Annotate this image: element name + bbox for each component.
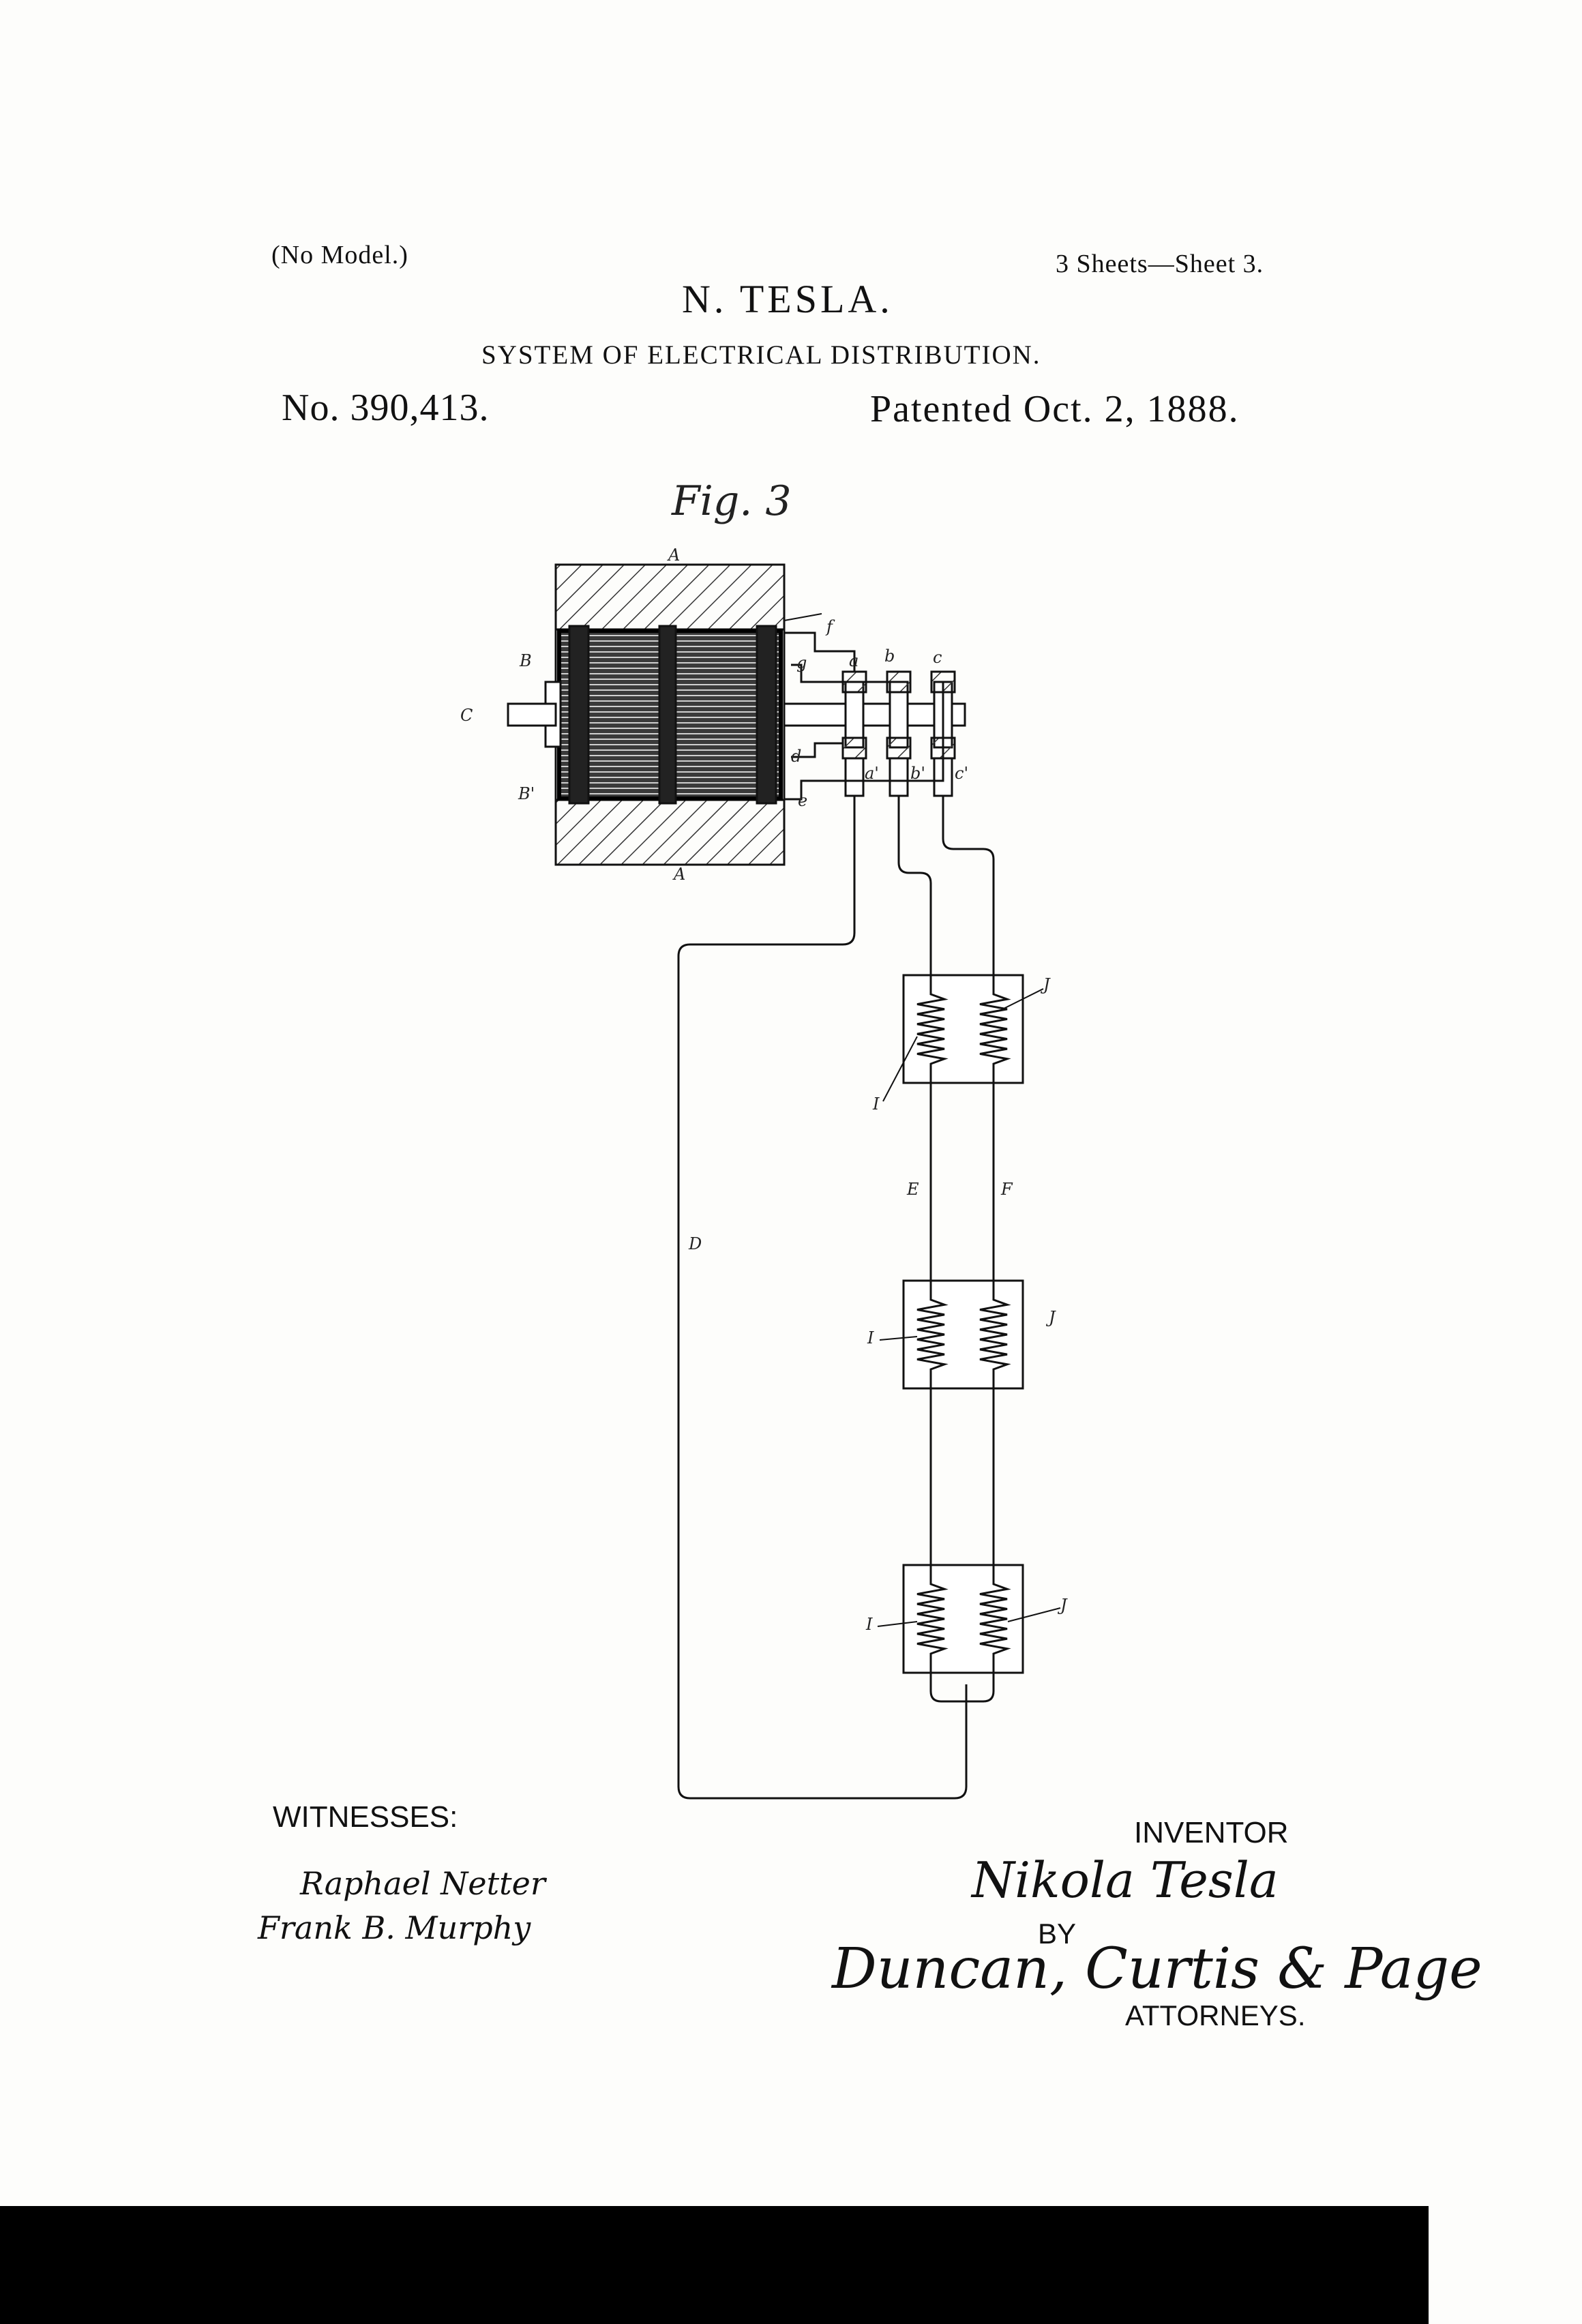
label-J-2: J [1049,1308,1056,1327]
brush-b-prime [886,736,912,760]
label-c-prime: c' [955,764,969,783]
by-label: BY [1038,1918,1077,1950]
label-B: B [520,651,532,670]
lead-d [791,742,843,758]
label-a-prime: a' [865,764,879,783]
coil-set [916,975,1011,1673]
scan-footer-bar [0,2206,1429,2324]
witness-signature-2: Frank B. Murphy [258,1909,531,1946]
no-model-note: (No Model.) [271,241,408,269]
label-g: g [796,653,807,672]
inventor-signature: Nikola Tesla [972,1851,1279,1909]
label-f: f [826,617,833,636]
attorneys-label: ATTORNEYS. [1125,1999,1306,2031]
armature-flange-left [568,625,590,805]
sheet-count: 3 Sheets—Sheet 3. [1056,250,1264,278]
patent-title: SYSTEM OF ELECTRICAL DISTRIBUTION. [481,340,1041,370]
field-magnet-top [554,563,786,631]
label-e: e [798,791,808,810]
patent-number: No. 390,413. [282,387,490,429]
label-B-prime: B' [518,784,535,803]
label-b-prime: b' [910,764,925,783]
lead-g [791,664,899,683]
label-d: d [791,747,802,766]
label-J-3: J [1060,1596,1067,1615]
coil-J-1 [979,975,1011,1083]
label-b: b [884,646,895,666]
conductor-D [677,796,968,1800]
shaft-left [507,702,557,727]
patent-date: Patented Oct. 2, 1888. [870,388,1240,430]
coil-J-3 [979,1565,1011,1673]
label-C: C [460,706,473,725]
label-E: E [907,1180,919,1199]
lead-f [784,631,856,672]
label-c: c [933,648,942,667]
armature-flange-mid [658,625,677,805]
label-A-top: A [668,546,681,565]
figure-title: Fig. 3 [672,477,792,525]
inventor-heading: N. TESLA. [682,277,893,321]
lead-e [784,682,944,801]
conductor-E [897,796,932,1684]
brush-a-prime [841,736,867,760]
label-I-2: I [867,1328,874,1347]
field-magnet-bottom [554,799,786,866]
label-D: D [689,1234,702,1253]
inventor-label: INVENTOR [1134,1816,1289,1849]
coil-I-1 [916,975,949,1083]
label-J-1: J [1043,975,1050,994]
loop-bottom [929,1673,995,1703]
label-F: F [1001,1180,1013,1199]
conductor-F [942,796,995,1684]
attorney-signature: Duncan, Curtis & Page [832,1937,1482,2001]
label-I-3: I [866,1615,873,1634]
witnesses-label: WITNESSES: [273,1800,458,1834]
label-a: a [849,651,859,670]
coil-J-2 [979,1281,1011,1388]
label-I-1: I [873,1094,880,1114]
coil-I-3 [916,1565,949,1673]
coil-I-2 [916,1281,949,1388]
label-A-bottom: A [674,865,686,884]
armature-flange-right [756,625,777,805]
witness-signature-1: Raphael Netter [300,1865,546,1902]
